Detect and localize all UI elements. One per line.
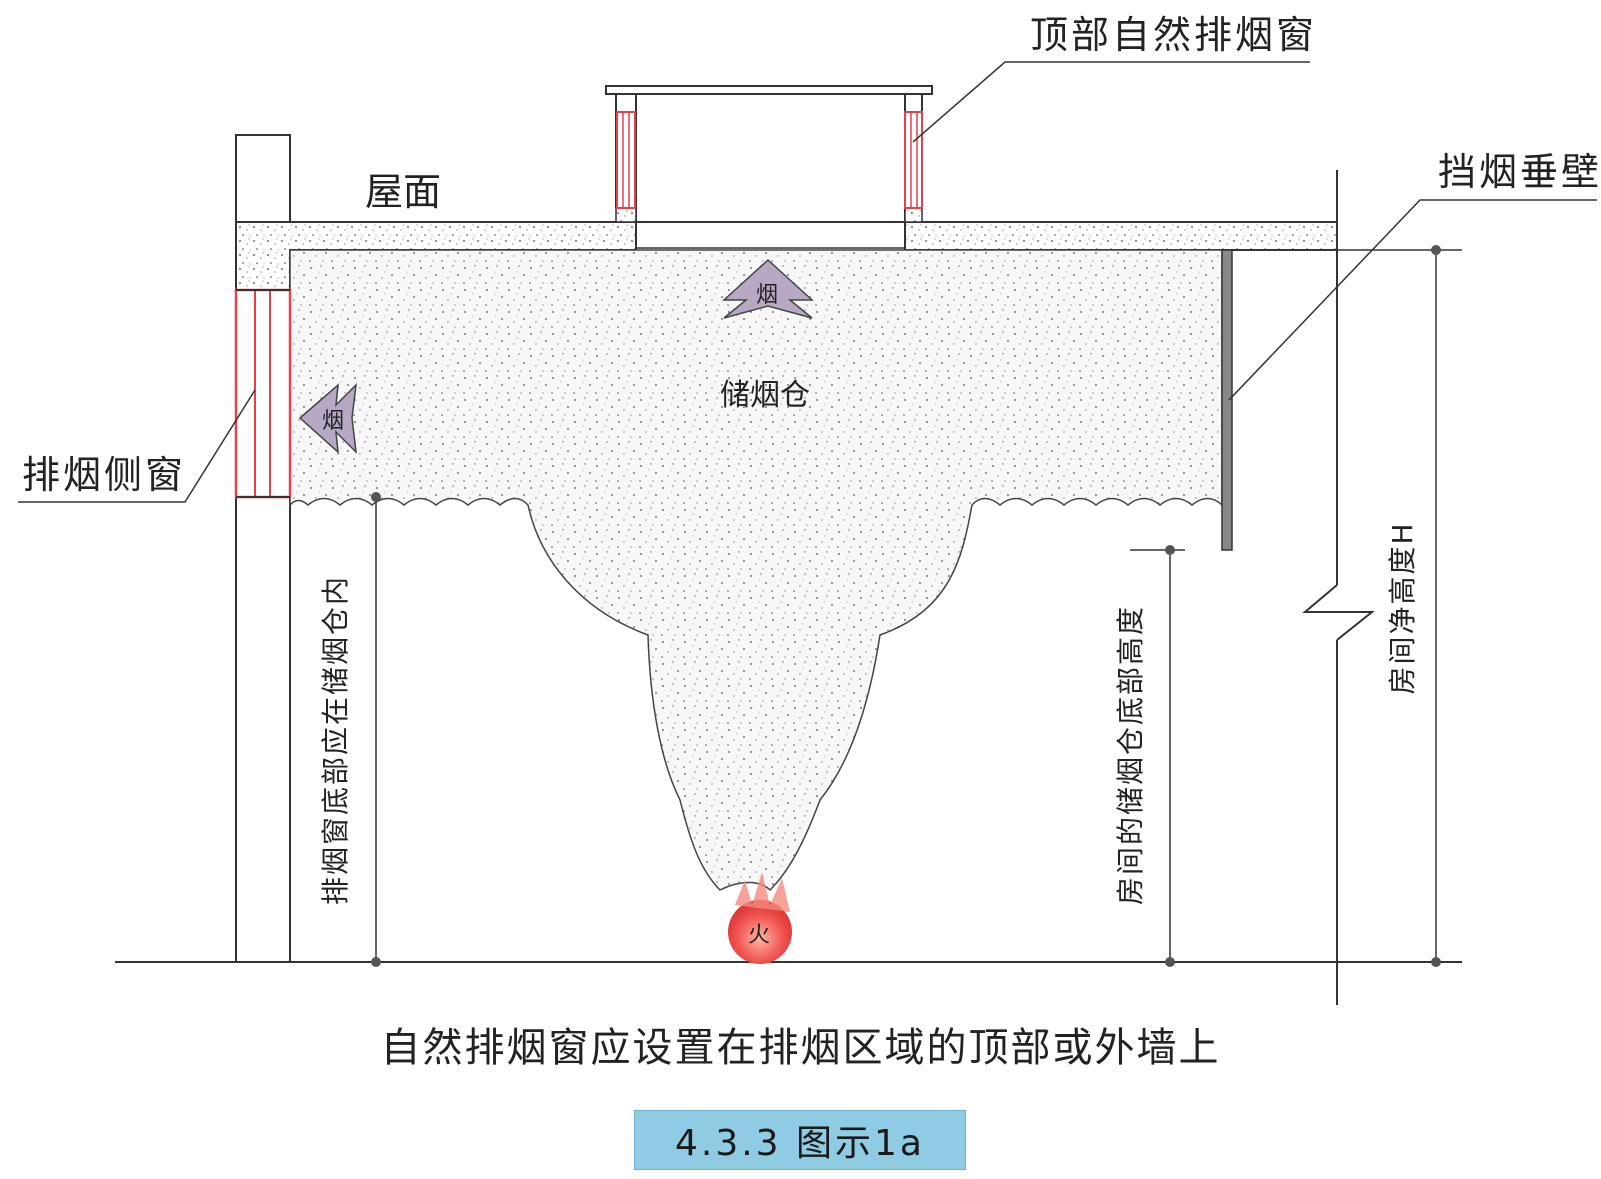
top-smoke-window-left [616, 111, 636, 209]
leader-smoke-curtain [1228, 199, 1597, 401]
dim-dot-top [371, 492, 381, 502]
roof-monitor-cap [605, 85, 933, 95]
roof-monitor-pier-right [904, 207, 923, 223]
roof-label: 屋面 [365, 170, 441, 214]
smoke-arrow-left [298, 382, 358, 455]
dim-dot-right-top [1431, 245, 1441, 255]
side-smoke-window [234, 288, 292, 499]
roof-slab-right [904, 221, 1338, 251]
smoke-curtain-label: 挡烟垂壁 [1438, 150, 1601, 194]
dim-dot-mid-bottom [1165, 957, 1175, 967]
break-mark [1302, 584, 1375, 641]
smoke-arrow-up-label: 烟 [756, 283, 778, 308]
leader-side-window [18, 389, 256, 503]
leader-top-window [912, 61, 1310, 143]
mid-dim-label: 房间的储烟仓底部高度 [1114, 605, 1147, 905]
top-smoke-window-right [904, 111, 923, 209]
smoke-curtain [1221, 249, 1233, 551]
reservoir-label: 储烟仓 [720, 378, 810, 413]
figure-number-badge: 4.3.3 图示1a [634, 1110, 966, 1170]
dim-dot-bottom [371, 957, 381, 967]
smoke-reservoir [289, 249, 1223, 892]
side-window-label: 排烟侧窗 [22, 453, 186, 497]
left-dim-label: 排烟窗底部应在储烟仓内 [319, 575, 352, 905]
dim-dot-right-bottom [1431, 957, 1441, 967]
fire-icon [728, 872, 792, 964]
smoke-arrow-left-label: 烟 [322, 409, 344, 434]
dim-dot-mid-top [1165, 545, 1175, 555]
smoke-arrow-up [722, 258, 814, 319]
fire-label: 火 [748, 923, 770, 948]
roof-monitor-pier-left [615, 207, 637, 223]
figure-caption: 自然排烟窗应设置在排烟区域的顶部或外墙上 [380, 1025, 1221, 1071]
right-dim-label: 房间净高度H [1386, 521, 1419, 694]
top-window-label: 顶部自然排烟窗 [1030, 13, 1317, 57]
